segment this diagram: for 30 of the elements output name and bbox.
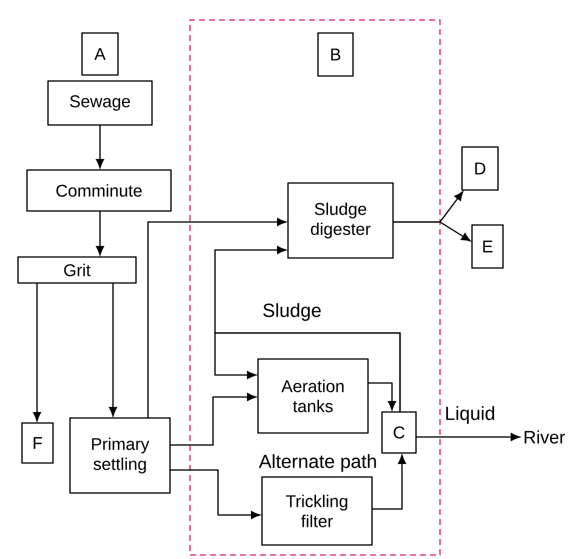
edge-label: Sludge <box>261 302 323 322</box>
process-box: Comminute <box>26 169 172 212</box>
process-box: Sludge digester <box>287 182 394 259</box>
edge-label: Liquid <box>444 405 496 425</box>
process-box: Grit <box>17 256 137 284</box>
letter-box: C <box>381 411 417 454</box>
letter-box: E <box>471 224 504 269</box>
arrow <box>393 221 471 242</box>
process-box: Aeration tanks <box>257 358 369 434</box>
arrow <box>170 393 256 446</box>
dashed-region <box>189 19 441 556</box>
arrow <box>96 211 104 256</box>
edge-label: Alternate path <box>258 453 378 473</box>
letter-box: D <box>461 146 499 191</box>
arrow <box>170 469 260 519</box>
arrow <box>416 433 520 441</box>
end-label: River <box>524 430 565 444</box>
arrow <box>372 454 406 510</box>
arrow <box>214 246 401 412</box>
arrow <box>147 218 286 418</box>
arrow <box>368 382 396 410</box>
process-box: Trickling filter <box>261 476 373 546</box>
process-box: Primary settling <box>69 417 171 494</box>
letter-box: F <box>21 422 54 464</box>
letter-box: B <box>317 32 354 77</box>
arrow <box>33 283 41 422</box>
arrow <box>96 125 104 168</box>
arrow <box>109 283 117 416</box>
process-box: Sewage <box>47 80 153 126</box>
letter-box: A <box>81 32 119 76</box>
